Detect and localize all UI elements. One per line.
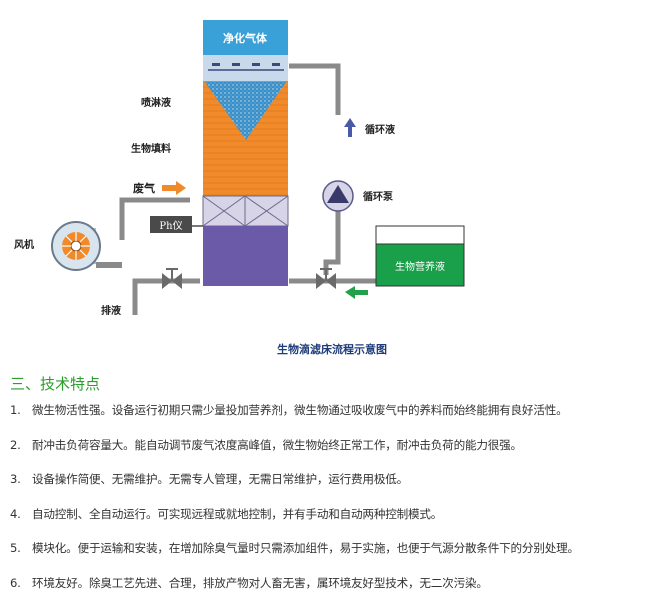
nutrient-tank — [375, 225, 465, 287]
list-item: 3. 设备操作简便、无需维护。无需专人管理，无需日常维护，运行费用极低。 — [10, 471, 660, 506]
item-text: 自动控制、全自动运行。可实现远程或就地控制，并有手动和自动两种控制模式。 — [32, 506, 443, 521]
tower-top — [203, 20, 288, 81]
item-text: 模块化。便于运输和安装，在增加除臭气量时只需添加组件，易于实施，也便于气源分散条… — [32, 541, 579, 556]
ph-meter-label: Ph仪 — [159, 220, 182, 232]
spray-liquid-label: 喷淋液 — [141, 96, 171, 109]
item-text: 环境友好。除臭工艺先进、合理，排放产物对人畜无害，属环境友好型技术，无二次污染。 — [32, 575, 488, 590]
list-item: 1. 微生物活性强。设备运行初期只需少量投加营养剂，微生物通过吸收废气中的养料而始… — [10, 402, 660, 437]
waste-gas-label: 废气 — [133, 181, 155, 195]
tower-base — [203, 226, 288, 286]
bio-packing-label: 生物填料 — [131, 142, 171, 155]
item-number: 1. — [10, 403, 21, 417]
item-text: 设备操作简便、无需维护。无需专人管理，无需日常维护，运行费用极低。 — [32, 472, 408, 487]
discharge-label: 排液 — [101, 304, 121, 317]
item-text: 微生物活性强。设备运行初期只需少量投加营养剂，微生物通过吸收废气中的养料而始终能… — [32, 403, 568, 417]
fan-label: 风机 — [14, 238, 34, 251]
item-number: 5. — [10, 541, 21, 556]
spray-cone — [205, 82, 286, 140]
fan-icon — [51, 221, 122, 271]
circulating-liquid-label: 循环液 — [365, 123, 395, 136]
circulating-pump-label: 循环泵 — [363, 190, 394, 203]
item-number: 4. — [10, 506, 21, 521]
list-item: 4. 自动控制、全自动运行。可实现远程或就地控制，并有手动和自动两种控制模式。 — [10, 506, 660, 541]
item-number: 2. — [10, 437, 21, 452]
list-item: 2. 耐冲击负荷容量大。能自动调节废气浓度高峰值，微生物始终正常工作，耐冲击负荷的… — [10, 437, 660, 472]
section-title: 三、技术特点 — [10, 375, 101, 393]
right-valve-icon — [316, 268, 336, 289]
feature-list: 1. 微生物活性强。设备运行初期只需少量投加营养剂，微生物通过吸收废气中的养料而始… — [10, 402, 660, 610]
nutrient-solution-label: 生物营养液 — [395, 260, 445, 273]
waste-gas-arrow-icon — [162, 181, 186, 195]
grid-section — [202, 195, 289, 227]
purified-gas-label: 净化气体 — [223, 31, 268, 45]
diagram-caption: 生物滴滤床流程示意图 — [277, 343, 387, 356]
item-number: 6. — [10, 575, 21, 590]
left-valve-icon — [162, 268, 182, 289]
circulating-liquid-arrow-icon — [344, 118, 356, 137]
nutrient-inflow-arrow-icon — [345, 286, 368, 299]
ph-meter-box — [150, 216, 192, 233]
bio-trickling-filter-diagram: 净化气体 喷淋液 生物填料 废气 Ph仪 风机 排液 循环液 循环泵 生物营养液 — [14, 20, 465, 317]
item-text: 耐冲击负荷容量大。能自动调节废气浓度高峰值，微生物始终正常工作，耐冲击负荷的能力… — [32, 437, 522, 452]
list-item: 6. 环境友好。除臭工艺先进、合理，排放产物对人畜无害，属环境友好型技术，无二次污… — [10, 575, 660, 610]
item-number: 3. — [10, 472, 21, 487]
list-item: 5. 模块化。便于运输和安装，在增加除臭气量时只需添加组件，易于实施，也便于气源分… — [10, 540, 660, 575]
circulating-pump-icon — [322, 180, 354, 212]
